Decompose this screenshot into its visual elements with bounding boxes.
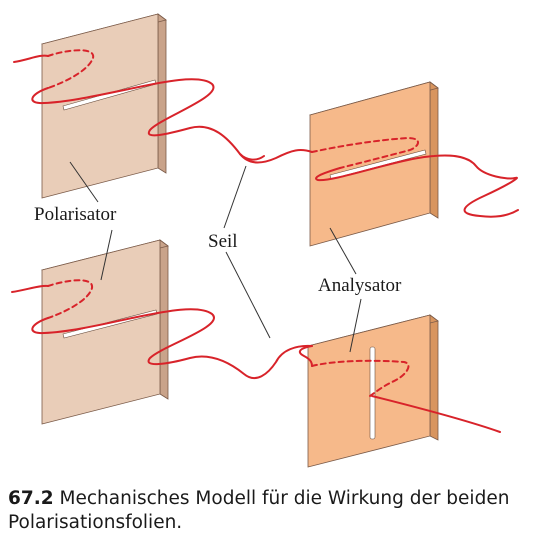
top-rope-connector xyxy=(239,153,265,161)
top-rope-front-2 xyxy=(315,154,519,218)
bottom-rope-out xyxy=(371,395,501,433)
leader-lines xyxy=(69,161,362,353)
leader-polarisator-bottom xyxy=(100,229,113,281)
bottom-rope-front-1 xyxy=(31,308,313,380)
top-rope-front-1 xyxy=(31,78,313,164)
top-rope-in xyxy=(13,54,49,63)
top-rope xyxy=(13,49,519,218)
leader-seil-bottom xyxy=(225,251,271,339)
caption-number: 67.2 xyxy=(8,488,54,509)
bottom-polarizer-face xyxy=(41,239,161,425)
top-analyzer-panel xyxy=(309,81,439,247)
label-seil: Seil xyxy=(208,231,238,252)
top-rope-behind-1 xyxy=(47,49,95,89)
figure-caption: 67.2 Mechanisches Modell für die Wirkung… xyxy=(8,487,528,535)
bottom-rope xyxy=(11,279,501,433)
bottom-polarizer-panel xyxy=(41,239,169,425)
bottom-analyzer-side xyxy=(429,314,439,441)
bottom-rope-in xyxy=(11,284,49,293)
bottom-polarizer-side xyxy=(159,239,169,400)
bottom-rope-front-2 xyxy=(298,345,313,367)
polarization-rope-diagram xyxy=(11,13,519,468)
leader-seil-top xyxy=(223,165,247,229)
bottom-analyzer-slit xyxy=(369,346,376,440)
top-analyzer-side xyxy=(429,81,439,219)
leader-analysator-top xyxy=(329,227,357,275)
bottom-analyzer-panel xyxy=(307,314,439,468)
bottom-analyzer-face xyxy=(307,314,431,468)
top-polarizer-side xyxy=(157,13,167,174)
label-polarisator: Polarisator xyxy=(34,204,117,225)
label-analysator: Analysator xyxy=(318,275,402,296)
caption-text: Mechanisches Modell für die Wirkung der … xyxy=(8,488,510,533)
bottom-rope-behind-2 xyxy=(311,359,410,397)
top-analyzer-face xyxy=(309,81,431,247)
leader-analysator-bottom xyxy=(349,298,362,353)
top-analyzer-slit xyxy=(329,149,427,180)
leader-polarisator-top xyxy=(69,161,99,203)
bottom-rope-behind-1 xyxy=(47,279,93,319)
top-polarizer-face xyxy=(41,13,159,199)
top-rope-behind-2 xyxy=(311,136,419,169)
top-polarizer-panel xyxy=(41,13,167,199)
